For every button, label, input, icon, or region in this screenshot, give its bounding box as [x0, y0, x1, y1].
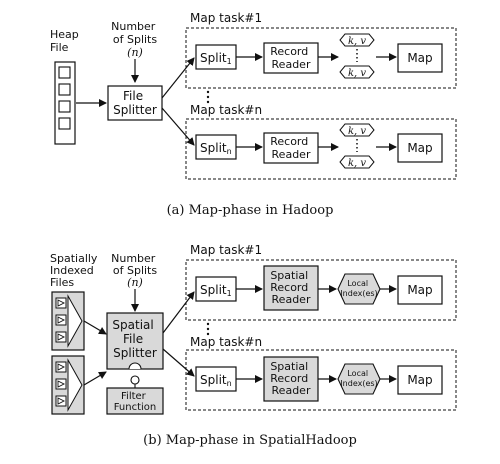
spatial-file-splitter-box: Spatial File Splitter: [106, 312, 164, 370]
number-of-splits-label: Number of Splits: [111, 252, 159, 277]
local-index-1-label: Local Index(es): [340, 279, 377, 298]
map-n-box: Map: [397, 133, 443, 163]
map-1-label: Map: [407, 51, 432, 65]
map-task-1-title: Map task#1: [190, 243, 262, 257]
split-n-box: Splitn: [195, 366, 237, 392]
filter-function-label: Filter Function: [114, 391, 157, 413]
map-task-n-frame: [185, 118, 457, 180]
filter-function-box: Filter Function: [106, 387, 164, 415]
task-ellipsis: [206, 322, 210, 336]
kv-label: k, v: [348, 68, 366, 79]
record-reader-n-box: Record Reader: [263, 132, 319, 164]
spatial-record-reader-1-box: Spatial Record Reader: [263, 265, 319, 311]
map-task-n-title: Map task#n: [190, 103, 262, 117]
kv-pairs-n: k, v k, v: [339, 123, 375, 169]
indexed-file-2: [51, 355, 85, 415]
panel-a-hadoop: Heap File Number of Splits (n) File Spli…: [50, 11, 457, 218]
split-n-label: Splitn: [200, 141, 232, 156]
record-reader-1-label: Record Reader: [270, 45, 312, 71]
heap-file-label: Heap File: [50, 28, 82, 54]
local-index-n-label: Local Index(es): [340, 369, 377, 388]
map-task-1-frame: [185, 27, 457, 89]
map-task-1-title: Map task#1: [190, 11, 262, 25]
map-1-box: Map: [397, 275, 443, 305]
map-1-box: Map: [397, 43, 443, 73]
kv-label: k, v: [348, 126, 366, 137]
split-n-box: Splitn: [195, 134, 237, 160]
n-symbol: (n): [127, 276, 143, 289]
n-symbol: (n): [127, 46, 143, 59]
record-reader-1-box: Record Reader: [263, 42, 319, 74]
map-n-label: Map: [407, 141, 432, 155]
split-1-label: Split1: [200, 51, 232, 66]
map-task-n-frame: [185, 349, 457, 411]
caption-a: (a) Map-phase in Hadoop: [167, 203, 334, 218]
kv-label: k, v: [348, 158, 366, 169]
map-task-1-frame: [185, 259, 457, 321]
split-1-label: Split1: [200, 283, 232, 298]
map-n-label: Map: [407, 373, 432, 387]
record-reader-n-label: Record Reader: [270, 135, 312, 161]
filter-plug-connector: [128, 362, 142, 388]
spatial-record-reader-1-label: Spatial Record Reader: [270, 269, 312, 306]
spatially-indexed-files-label: Spatially Indexed Files: [50, 252, 101, 289]
split-n-label: Splitn: [200, 373, 232, 388]
map-n-box: Map: [397, 365, 443, 395]
split-1-box: Split1: [195, 44, 237, 70]
file-splitter-box: File Splitter: [107, 85, 163, 121]
file-splitter-label: File Splitter: [113, 89, 157, 117]
spatial-record-reader-n-box: Spatial Record Reader: [263, 356, 319, 402]
local-index-1: Local Index(es): [337, 273, 381, 305]
indexed-file-1: [51, 291, 85, 351]
panel-b-spatialhadoop: Spatially Indexed Files: [50, 243, 457, 448]
map-1-label: Map: [407, 283, 432, 297]
spatial-record-reader-n-label: Spatial Record Reader: [270, 360, 312, 397]
number-of-splits-label: Number of Splits: [111, 20, 159, 46]
heap-file-block: [54, 61, 76, 145]
local-index-n: Local Index(es): [337, 363, 381, 395]
task-ellipsis: [206, 90, 210, 104]
map-task-n-title: Map task#n: [190, 335, 262, 349]
split-1-box: Split1: [195, 276, 237, 302]
caption-b: (b) Map-phase in SpatialHadoop: [143, 433, 357, 448]
spatial-file-splitter-label: Spatial File Splitter: [112, 318, 157, 360]
kv-label: k, v: [348, 36, 366, 47]
kv-pairs-1: k, v k, v: [339, 33, 375, 79]
